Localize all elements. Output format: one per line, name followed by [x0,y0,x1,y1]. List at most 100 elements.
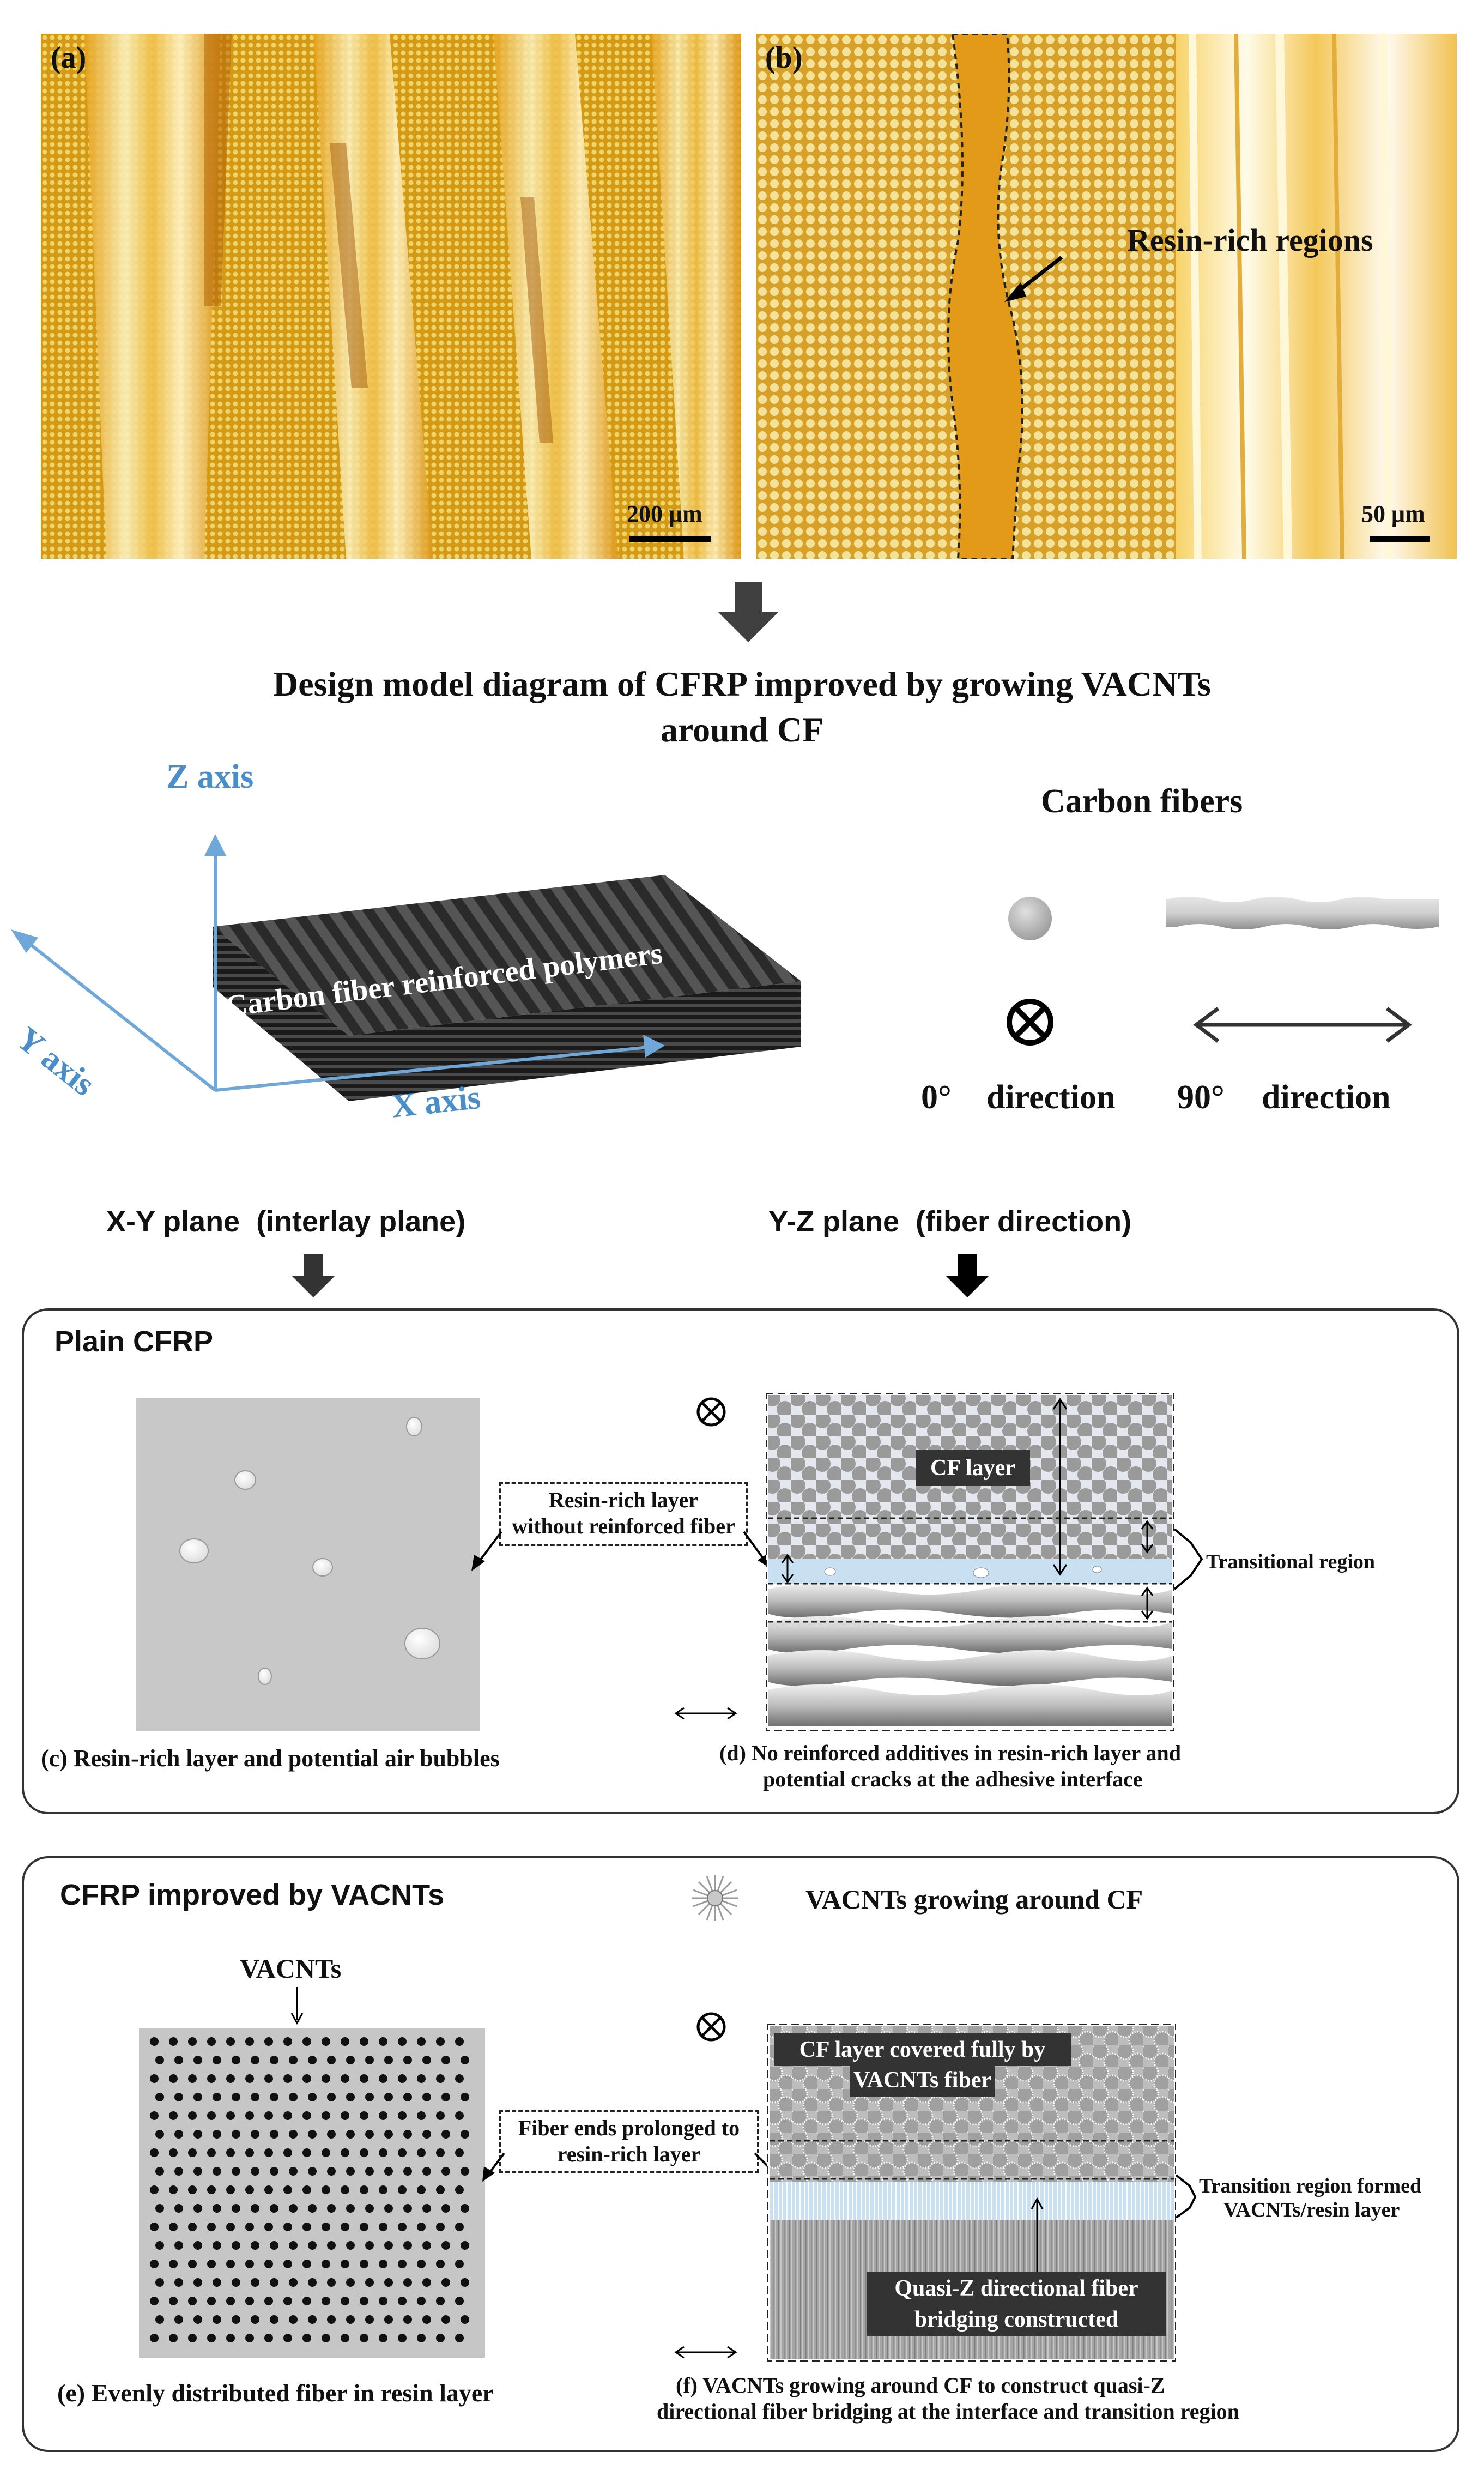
vacnt-dot [417,2297,426,2305]
vacnt-dot [169,2260,178,2268]
scale-text-b: 50 μm [1361,500,1425,527]
vacnt-dot [384,2241,393,2250]
vacnt-dot [398,2223,407,2231]
transition-label-line2: VACNTs/resin layer [1223,2199,1400,2221]
vacnt-dot [422,2315,431,2324]
vacnt-dot [398,2148,407,2157]
air-bubble [234,1470,256,1490]
vacnt-dot [436,2334,445,2342]
vacnt-dot [174,2167,183,2176]
block-right-face [349,981,801,1101]
fiber-dot-icon [1008,897,1052,940]
vacnt-dot [384,2130,393,2139]
vacnt-dot [150,2334,159,2342]
vacnt-dot [169,2334,178,2342]
vacnt-dot [403,2241,412,2250]
vacnt-dot [289,2278,298,2287]
vacnt-dot [455,2148,464,2157]
vacnt-dot [327,2056,336,2064]
vacnt-dot [322,2074,330,2083]
vacnt-dot [169,2037,178,2046]
vacnt-dot [322,2111,330,2120]
vacnt-dot [169,2111,178,2120]
vacnt-dot [384,2093,393,2101]
vacnt-dot [251,2167,259,2176]
vacnt-dot [308,2204,317,2213]
vacnt-dot [302,2037,311,2046]
vacnt-dot [441,2204,450,2213]
vacnt-dot [283,2037,292,2046]
vacnt-dot [441,2315,450,2324]
vacnt-dot [341,2260,349,2268]
vacnt-dot [150,2111,159,2120]
vacnt-dot [174,2241,183,2250]
vacnt-dot [193,2204,202,2213]
vacnt-dot [264,2111,273,2120]
vacnt-dot [384,2315,393,2324]
cf-layer-label: CF layer [916,1450,1030,1486]
vacnt-dot [417,2111,426,2120]
vacnt-dot [379,2074,387,2083]
vacnt-dot [174,2315,183,2324]
vacnt-dot [365,2056,374,2064]
vacnt-dot [283,2297,292,2305]
vacnt-dot [327,2204,336,2213]
fiber-rod-icon [1166,897,1439,929]
vacnt-dot [283,2111,292,2120]
vacnt-dot [207,2185,216,2194]
vacnt-dot [188,2260,197,2268]
vacnt-dot [417,2074,426,2083]
vacnt-dot [169,2185,178,2194]
vacnt-dot [169,2223,178,2231]
vacnt-dot [302,2185,311,2194]
into-page-icon-vacnts [696,2012,726,2042]
vacnt-dot [365,2278,374,2287]
vacnt-dot [174,2130,183,2139]
transitional-bracket [1174,1529,1203,1590]
air-bubble [404,1628,440,1659]
vacnt-dot [213,2130,221,2139]
vacnt-dot [188,2334,197,2342]
vacnt-dot [322,2297,330,2305]
vacnt-dot [245,2297,254,2305]
vacnt-dot [270,2056,278,2064]
vacnt-dot [251,2241,259,2250]
vacnt-dot [308,2056,317,2064]
vacnt-dot [270,2315,278,2324]
vacnt-dot [193,2130,202,2139]
vacnt-dot [379,2260,387,2268]
vacnt-dot [327,2167,336,2176]
fiber-ends-callout [499,2110,759,2173]
vacnt-dot [270,2093,278,2101]
vacnt-dot [422,2204,431,2213]
resin-rich-callout [499,1482,748,1546]
vacnt-dot [322,2037,330,2046]
scale-text-a: 200 μm [627,500,702,527]
vacnt-dot [379,2111,387,2120]
vacnt-dot [341,2037,349,2046]
vacnt-dot [441,2241,450,2250]
vacnt-dot [365,2204,374,2213]
vacnt-dot [289,2093,298,2101]
vacnt-dot [346,2130,355,2139]
scale-bar-b [1370,536,1430,542]
plain-cfrp-title: Plain CFRP [54,1325,214,1358]
vacnt-dot [283,2223,292,2231]
vacnt-dot [379,2037,387,2046]
air-bubble [258,1668,272,1685]
cf-cover-label-line2: VACNTs fiber [850,2065,995,2097]
vacnt-dot [398,2037,407,2046]
vacnt-dot [379,2148,387,2157]
vacnt-dot [207,2074,216,2083]
vacnt-dot [360,2037,368,2046]
yz-down-arrow-icon [946,1254,989,1297]
vacnt-dot [341,2074,349,2083]
vacnt-dot [441,2167,450,2176]
improved-cfrp-title: CFRP improved by VACNTs [60,1879,445,1911]
vacnt-dot [283,2074,292,2083]
cross-section-plain [766,1393,1174,1731]
air-bubble [406,1417,422,1436]
vacnt-dot [422,2278,431,2287]
vacnt-dot [226,2148,235,2157]
vacnt-dot [155,2167,164,2176]
